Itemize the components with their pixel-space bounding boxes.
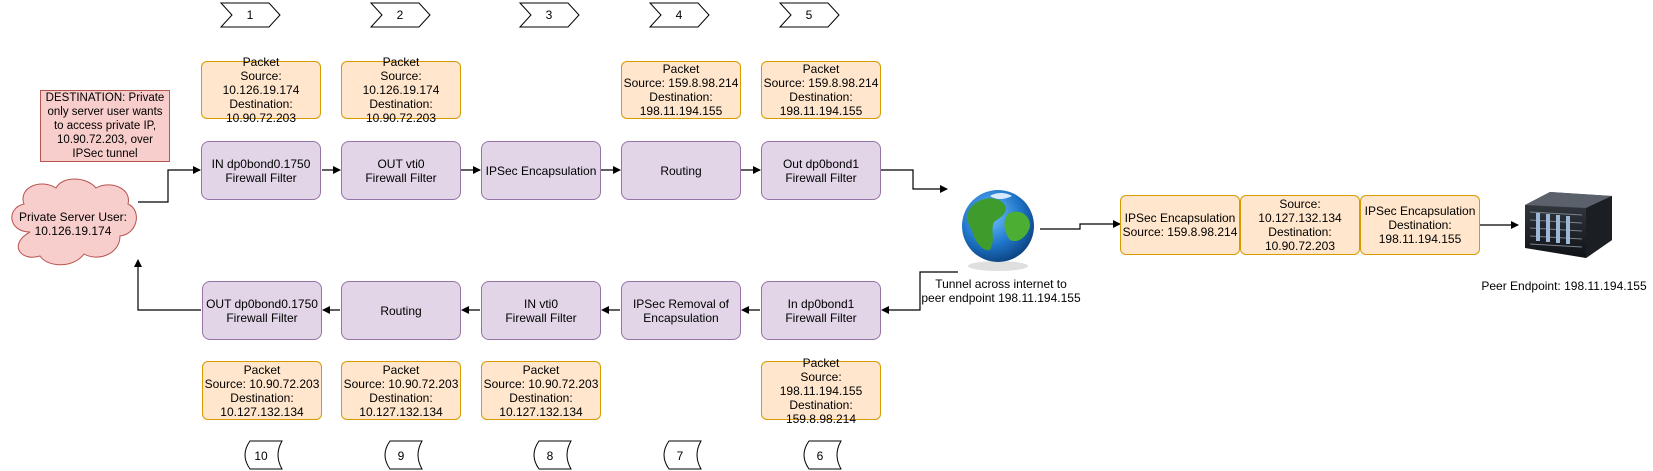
packet-box: Packet Source: 159.8.98.214 Destination:… <box>761 61 881 119</box>
step-number: 2 <box>396 8 404 22</box>
step-number: 4 <box>675 8 683 22</box>
cloud-shape <box>11 178 137 266</box>
step-number: 6 <box>816 449 824 463</box>
step-chevron-icon <box>219 2 840 28</box>
tunnel-label: Tunnel across internet to peer endpoint … <box>921 277 1081 305</box>
stage-out-dp0bond1-firewall: Out dp0bond1 Firewall Filter <box>761 141 881 200</box>
packet-box: Packet Source: 10.126.19.174 Destination… <box>201 55 321 125</box>
encap-inner-packet: Source: 10.127.132.134 Destination: 10.9… <box>1240 195 1360 255</box>
packet-box: Packet Source: 10.90.72.203 Destination:… <box>202 361 322 420</box>
destination-note: DESTINATION: Private only server user wa… <box>40 90 170 162</box>
stage-out-dp0bond0-firewall: OUT dp0bond0.1750 Firewall Filter <box>202 281 322 340</box>
step-number: 7 <box>676 449 684 463</box>
stage-ipsec-removal: IPSec Removal of Encapsulation <box>621 281 741 340</box>
packet-box: Packet Source: 198.11.194.155 Destinatio… <box>761 356 881 426</box>
step-number: 1 <box>246 8 254 22</box>
encap-header-destination: IPSec Encapsulation Destination: 198.11.… <box>1360 195 1480 255</box>
step-number: 10 <box>254 449 268 463</box>
step-tag-icon <box>244 440 842 470</box>
stage-routing: Routing <box>341 281 461 340</box>
step-number: 5 <box>805 8 813 22</box>
stage-in-dp0bond0-firewall: IN dp0bond0.1750 Firewall Filter <box>201 141 321 200</box>
bottom-flow-connectors <box>134 259 958 314</box>
stage-out-vti0-firewall: OUT vti0 Firewall Filter <box>341 141 461 200</box>
globe-icon <box>962 190 1034 271</box>
encap-header-source: IPSec Encapsulation Source: 159.8.98.214 <box>1120 195 1240 255</box>
stage-in-vti0-firewall: IN vti0 Firewall Filter <box>481 281 601 340</box>
server-icon <box>1525 192 1612 258</box>
stage-routing: Routing <box>621 141 741 200</box>
stage-ipsec-encapsulation: IPSec Encapsulation <box>481 141 601 200</box>
stage-in-dp0bond1-firewall: In dp0bond1 Firewall Filter <box>761 281 881 340</box>
packet-box: Packet Source: 10.126.19.174 Destination… <box>341 55 461 125</box>
step-number: 3 <box>545 8 553 22</box>
peer-endpoint-label: Peer Endpoint: 198.11.194.155 <box>1481 279 1647 293</box>
user-cloud-label: Private Server User: 10.126.19.174 <box>18 210 128 238</box>
top-flow-connectors <box>138 166 1519 230</box>
packet-box: Packet Source: 10.90.72.203 Destination:… <box>341 361 461 420</box>
step-number: 8 <box>546 449 554 463</box>
packet-box: Packet Source: 159.8.98.214 Destination:… <box>621 61 741 119</box>
step-number: 9 <box>397 449 405 463</box>
packet-box: Packet Source: 10.90.72.203 Destination:… <box>481 361 601 420</box>
